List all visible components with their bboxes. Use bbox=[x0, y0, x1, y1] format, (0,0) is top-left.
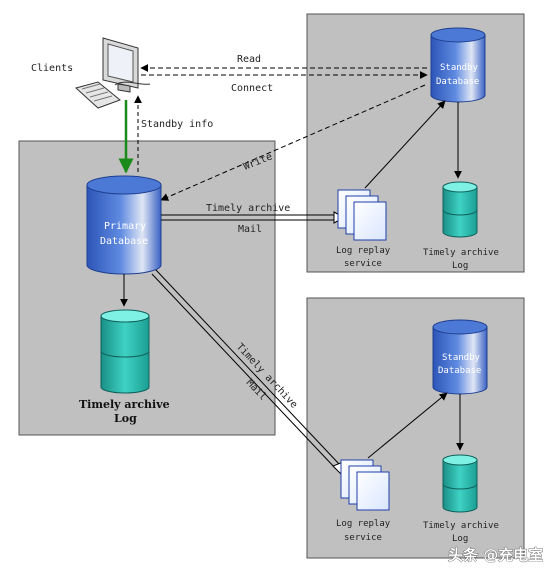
standby-top-database-icon bbox=[430, 27, 486, 103]
standby-bottom-service-label-2: service bbox=[344, 533, 382, 543]
primary-database-icon bbox=[86, 175, 162, 275]
standby-top-panel bbox=[306, 13, 525, 273]
watermark: 头条 @充电室 bbox=[448, 546, 543, 564]
standby-info-label: Standby info bbox=[141, 119, 213, 130]
standby-bottom-log-label-2: Log bbox=[452, 534, 468, 544]
archive-mail-diag-edge-b bbox=[155, 269, 341, 466]
standby-top-db-label-2: Database bbox=[436, 77, 479, 87]
standby-bottom-log-label-1: Timely archive bbox=[423, 521, 499, 531]
archive-top-label: Timely archive bbox=[206, 203, 290, 214]
primary-db-label-2: Database bbox=[100, 236, 148, 247]
standby-top-db-label-1: Standby bbox=[440, 63, 479, 73]
primary-log-icon bbox=[100, 309, 150, 394]
standby-bottom-db-label-1: Standby bbox=[442, 353, 481, 363]
client-computer-icon bbox=[74, 37, 151, 109]
standby-bottom-log-icon bbox=[442, 454, 478, 513]
standby-top-replay-to-db-edge bbox=[364, 100, 446, 189]
standby-bottom-db-label-2: Database bbox=[438, 366, 481, 376]
primary-db-label-1: Primary bbox=[104, 221, 146, 232]
standby-top-log-label-1: Timely archive bbox=[423, 248, 499, 258]
standby-top-log-icon bbox=[442, 181, 478, 238]
standby-bottom-panel bbox=[306, 297, 525, 559]
read-label: Read bbox=[237, 54, 261, 65]
primary-log-label-1: Timely archive bbox=[79, 398, 170, 411]
archive-mail-diag-edge-a bbox=[151, 273, 337, 470]
standby-top-service-label-1: Log replay bbox=[336, 246, 391, 256]
standby-bottom-replay-to-db-edge bbox=[367, 392, 448, 459]
standby-top-log-label-2: Log bbox=[452, 261, 468, 271]
clients-label: Clients bbox=[31, 63, 73, 74]
primary-log-label-2: Log bbox=[114, 412, 137, 425]
standby-bottom-service-label-1: Log replay bbox=[336, 519, 391, 529]
mail-top-label: Mail bbox=[238, 224, 262, 235]
standby-top-log-replay-icon bbox=[337, 189, 387, 241]
standby-top-service-label-2: service bbox=[344, 259, 382, 269]
standby-bottom-log-replay-icon bbox=[340, 459, 390, 511]
connect-label: Connect bbox=[231, 83, 273, 94]
